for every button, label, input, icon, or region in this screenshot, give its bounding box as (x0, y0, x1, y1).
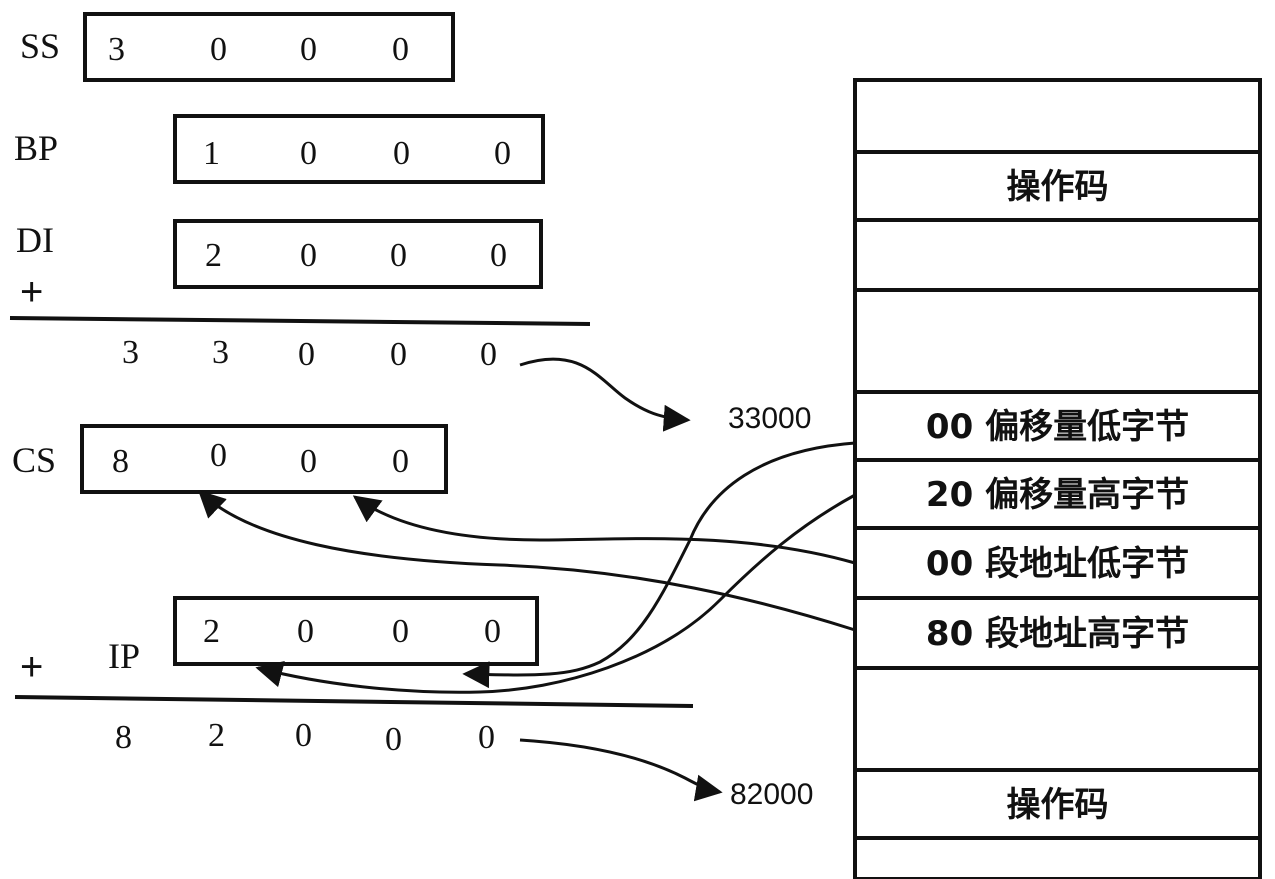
arrow-to-code-address (519, 738, 723, 802)
memory-cell (853, 390, 1262, 462)
register-ss-digit: 0 (210, 31, 227, 68)
register-bp-label: BP (14, 128, 58, 168)
memory-cell-label: 操作码 (1007, 167, 1109, 207)
memory-cell-label: 00 段地址低字节 (926, 544, 1189, 584)
register-ip: + IP 2 0 0 0 (20, 596, 539, 689)
data-sum-digit: 3 (122, 334, 139, 371)
register-ss-label: SS (20, 26, 60, 66)
arrow-to-data-address (519, 357, 691, 432)
memory-cell (853, 666, 1262, 772)
plus-sign: + (20, 270, 43, 314)
plus-sign: + (20, 645, 43, 689)
register-ip-digit: 0 (484, 613, 501, 650)
register-di-digit: 0 (390, 237, 407, 274)
memory-cell (853, 288, 1262, 394)
memory-column: 操作码 00 偏移量低字节 20 偏移量高字节 00 段地址低字节 80 段地址高字节操… (853, 78, 1262, 879)
data-sum-digit: 3 (212, 334, 229, 371)
register-di: DI + 2 0 0 0 (16, 219, 543, 314)
data-sum: 3 3 0 0 0 (122, 334, 497, 373)
register-cs-digit: 0 (300, 443, 317, 480)
register-bp-digit: 0 (393, 135, 410, 172)
register-ip-label: IP (108, 636, 140, 676)
data-sum-digit: 0 (298, 336, 315, 373)
register-ip-digit: 0 (392, 613, 409, 650)
register-di-digit: 0 (490, 237, 507, 274)
memory-cell-label: 80 段地址高字节 (926, 614, 1189, 654)
code-sum-digit: 0 (385, 721, 402, 758)
register-cs: CS 8 0 0 0 (12, 424, 448, 494)
register-cs-label: CS (12, 440, 56, 480)
code-sum-digit: 2 (208, 717, 225, 754)
register-ss-digit: 3 (108, 31, 125, 68)
register-ip-digit: 0 (297, 613, 314, 650)
arrow-offset-high-to-ip (255, 493, 856, 694)
register-di-digit: 0 (300, 237, 317, 274)
register-bp-digit: 1 (203, 135, 220, 172)
memory-cell (853, 218, 1262, 292)
register-bp-digit: 0 (494, 135, 511, 172)
arrow-segment-high-to-cs (198, 490, 856, 632)
memory-cell-label: 00 偏移量低字节 (926, 407, 1189, 447)
data-sum-digit: 0 (480, 336, 497, 373)
memory-cell-label: 操作码 (1007, 785, 1109, 825)
memory-cell (853, 836, 1262, 879)
register-cs-box (80, 424, 448, 494)
register-ip-digit: 2 (203, 613, 220, 650)
code-sum-digit: 8 (115, 719, 132, 756)
data-address-label: 33000 (728, 402, 811, 435)
register-ss-digit: 0 (392, 31, 409, 68)
register-cs-digit: 0 (210, 437, 227, 474)
register-bp-box (173, 114, 545, 184)
memory-cell-label: 20 偏移量高字节 (926, 475, 1189, 515)
register-ss-box (83, 12, 455, 82)
code-sum-digit: 0 (295, 717, 312, 754)
arrow-segment-low-to-cs (352, 495, 856, 565)
code-sum-digit: 0 (478, 719, 495, 756)
register-di-label: DI (16, 220, 54, 260)
memory-cell (853, 768, 1262, 840)
register-bp: BP 1 0 0 0 (14, 114, 545, 184)
register-cs-digit: 0 (392, 443, 409, 480)
data-sum-digit: 0 (390, 336, 407, 373)
register-cs-digit: 8 (112, 443, 129, 480)
code-sum: 8 2 0 0 0 (115, 717, 495, 758)
register-ip-box (173, 596, 539, 666)
register-bp-digit: 0 (300, 135, 317, 172)
register-di-digit: 2 (205, 237, 222, 274)
memory-cell (853, 78, 1262, 154)
sum-rule-code (14, 695, 694, 708)
arrow-offset-low-to-ip (462, 441, 856, 689)
sum-rule-data (9, 316, 591, 326)
register-ss-digit: 0 (300, 31, 317, 68)
code-address-label: 82000 (730, 778, 813, 811)
register-ss: SS 3 0 0 0 (20, 12, 455, 82)
register-di-box (173, 219, 543, 289)
